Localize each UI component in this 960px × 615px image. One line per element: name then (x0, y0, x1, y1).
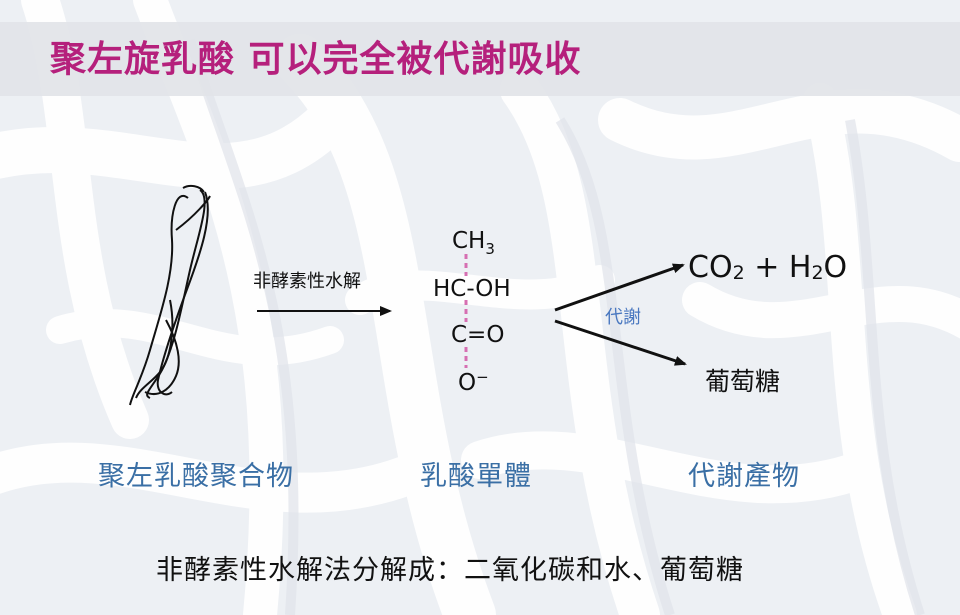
product-glucose: 葡萄糖 (705, 367, 781, 396)
title-band (0, 22, 960, 96)
slide-title: 聚左旋乳酸 可以完全被代謝吸收 (50, 39, 582, 80)
product-co2-h2o: CO2 + H2O (688, 250, 847, 285)
molecule-co: C=O (451, 322, 505, 348)
product-o-text: O (823, 250, 848, 285)
product-h-text: H (788, 250, 812, 285)
metabolism-arrow-upper (554, 263, 685, 312)
product-co-subscript: 2 (732, 262, 745, 284)
label-products: 代謝產物 (688, 461, 800, 492)
molecule-ch3: CH3 (452, 228, 495, 258)
product-plus: + (754, 250, 780, 285)
product-h-subscript: 2 (811, 262, 824, 284)
summary-text: 非酵素性水解法分解成：二氧化碳和水、葡萄糖 (156, 555, 744, 586)
molecule-charge: − (476, 368, 489, 386)
molecule-hcoh: HC-OH (433, 276, 511, 302)
molecule-o-minus: O− (458, 368, 489, 396)
product-co-text: CO (688, 250, 733, 285)
polymer-chain-illustration (129, 184, 211, 406)
label-monomer: 乳酸單體 (420, 461, 532, 492)
molecule-o-text: O (458, 370, 477, 396)
molecule-ch3-text: CH (452, 228, 486, 254)
metabolism-label: 代謝 (605, 307, 641, 328)
hydrolysis-label: 非酵素性水解 (253, 271, 361, 292)
metabolism-arrow-lower (554, 319, 687, 366)
molecule-ch3-subscript: 3 (485, 240, 495, 258)
label-polymer: 聚左乳酸聚合物 (98, 461, 294, 492)
